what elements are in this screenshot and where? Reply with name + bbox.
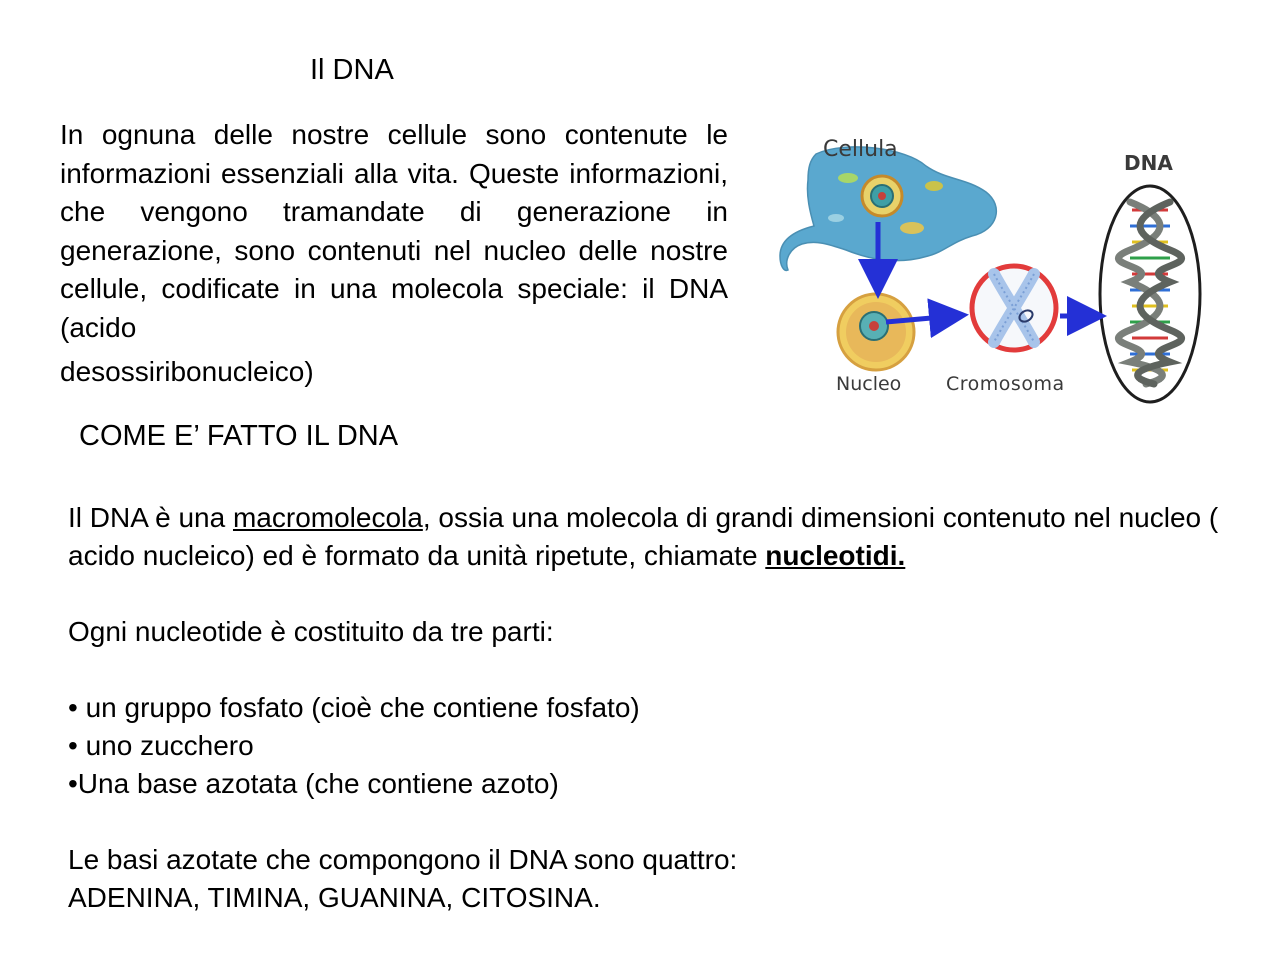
intro-text: In ognuna delle nostre cellule sono cont… [60,119,728,343]
list-item: • un gruppo fosfato (cioè che contiene f… [68,692,640,723]
cell-icon [779,146,997,272]
intro-last-line: desossiribonucleico) [60,356,314,387]
text-span: , ossia una molecola di grandi dimension… [68,502,1219,571]
dna-double-helix-icon [1098,184,1202,404]
term-nucleotidi: nucleotidi. [765,540,906,571]
term-macromolecola: macromolecola [232,502,423,533]
section-heading: COME E’ FATTO IL DNA [79,420,399,452]
body-text: Il DNA è una macromolecola, ossia una mo… [68,499,1228,917]
list-item: • uno zucchero [68,730,254,761]
paragraph-bases: Le basi azotate che compongono il DNA so… [68,844,738,875]
paragraph-parts: Ogni nucleotide è costituito da tre part… [68,616,554,647]
nucleus-icon [836,292,916,372]
arrow-icon [885,298,969,339]
paragraph-nucleotides: Il DNA è una macromolecola, ossia una mo… [68,499,1228,575]
list-item: •Una base azotata (che contiene azoto) [68,768,559,799]
chromosome-label: Cromosoma [946,373,1065,395]
bases-list: ADENINA, TIMINA, GUANINA, CITOSINA. [68,882,601,913]
dna-label: DNA [1124,151,1173,175]
chromosome-icon [969,263,1059,353]
intro-paragraph: In ognuna delle nostre cellule sono cont… [60,116,728,392]
cell-label: Cellula [823,137,898,162]
cell-to-dna-figure: Cellula DNA [776,126,1216,410]
nucleus-label: Nucleo [836,373,901,395]
slide-title: Il DNA [310,54,394,86]
text-span: Il DNA è una [68,502,233,533]
